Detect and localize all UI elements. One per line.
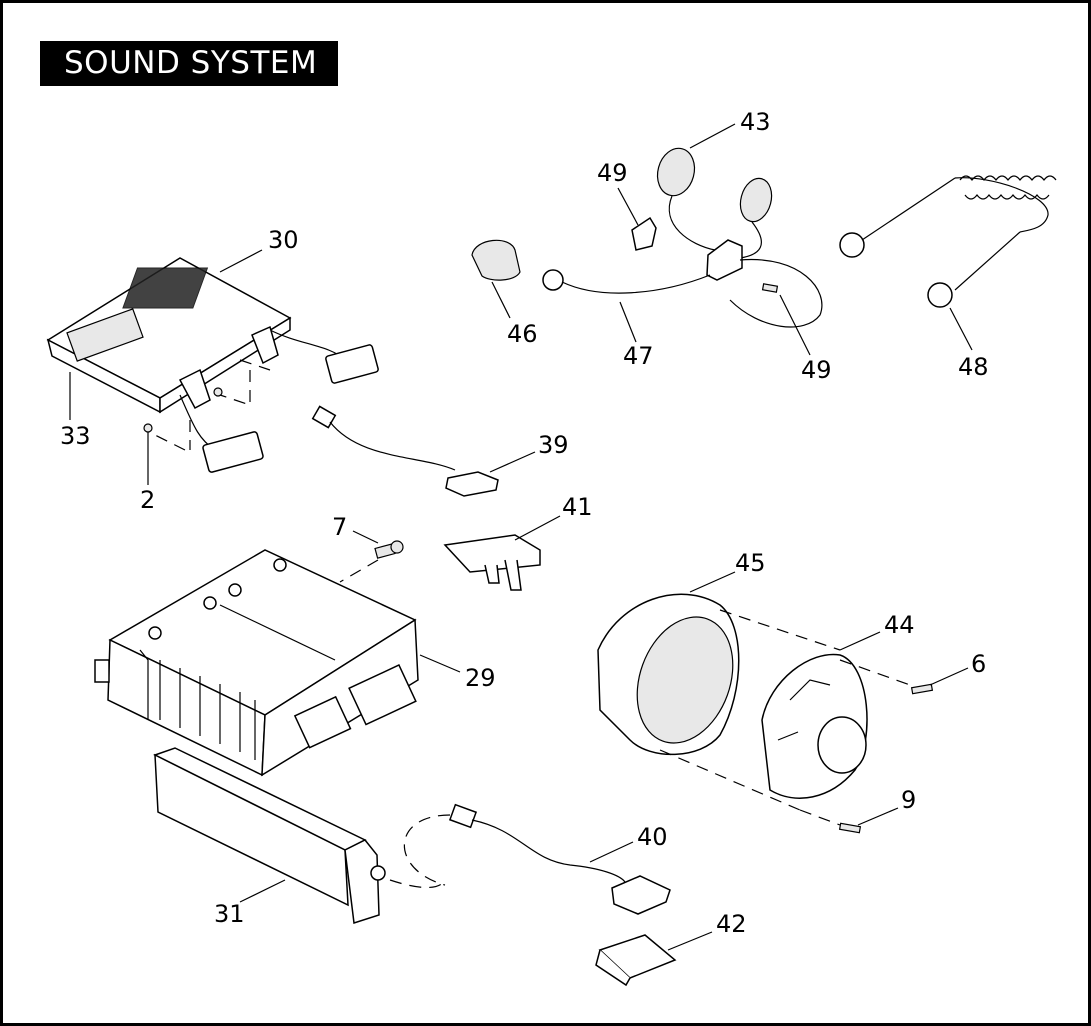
callout-30: 30 (268, 226, 299, 254)
callout-46: 46 (507, 320, 538, 348)
callout-31: 31 (214, 900, 245, 928)
callout-44: 44 (884, 611, 915, 639)
part-30-amplifier-module (46, 257, 379, 473)
callout-45: 45 (735, 549, 766, 577)
callout-2: 2 (140, 486, 155, 514)
part-39-cable (311, 405, 499, 497)
callout-29: 29 (465, 664, 496, 692)
callout-49-upper: 49 (597, 159, 628, 187)
part-7-screw (339, 540, 404, 583)
callout-9: 9 (901, 786, 916, 814)
page-title: SOUND SYSTEM (40, 41, 338, 86)
callout-40: 40 (637, 823, 668, 851)
part-48-coiled-cord (839, 175, 1057, 308)
callout-48: 48 (958, 353, 989, 381)
part-29-radio-unit (94, 549, 419, 777)
callout-leader-lines (69, 123, 973, 951)
callout-33: 33 (60, 422, 91, 450)
callout-42: 42 (716, 910, 747, 938)
part-44-speaker (761, 653, 868, 799)
part-31-mounting-rail (153, 747, 446, 924)
part-9-screw (799, 809, 862, 834)
callout-41: 41 (562, 493, 593, 521)
part-6-screw (839, 659, 934, 695)
part-42-cover-plate (595, 934, 677, 987)
part-41-bracket (443, 534, 541, 591)
callout-39: 39 (538, 431, 569, 459)
callout-7: 7 (332, 513, 347, 541)
part-40-antenna-cable (403, 803, 671, 915)
part-46-windscreen (471, 239, 521, 281)
callout-47: 47 (623, 342, 654, 370)
part-47-headset (542, 147, 823, 328)
callout-49-lower: 49 (801, 356, 832, 384)
part-45-speaker-grille (597, 593, 841, 811)
callout-6: 6 (971, 650, 986, 678)
callout-43: 43 (740, 108, 771, 136)
